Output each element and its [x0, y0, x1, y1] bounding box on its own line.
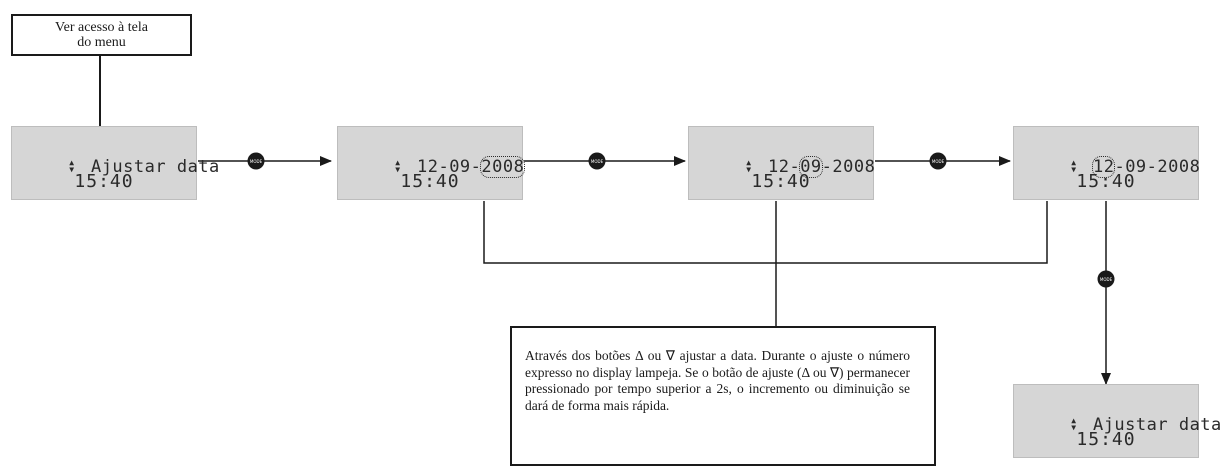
up-down-arrows-icon: ▲▼	[746, 158, 752, 174]
date-year: 2008	[832, 157, 876, 177]
display-title: Ajustar data	[1092, 415, 1222, 435]
display-month-edit: ▲▼12-09-2008 15:40	[688, 126, 876, 200]
mode-button-4[interactable]: MODE	[1097, 270, 1115, 288]
display-time: 15:40	[751, 171, 811, 192]
connector-layer: MODE MODE MODE MODE	[99, 56, 1115, 385]
up-down-arrows-icon: ▲▼	[1071, 158, 1077, 174]
date-day: 12	[416, 157, 439, 177]
up-down-arrows-icon: ▲▼	[69, 158, 75, 174]
date-month: 09	[449, 157, 471, 177]
instructions-text: Através dos botões Δ ou ∇ ajustar a data…	[525, 348, 910, 413]
date-day: 12	[767, 157, 790, 177]
mode-button-2[interactable]: MODE	[588, 152, 606, 170]
date-month-highlighted: 09	[799, 156, 823, 178]
display-adjust-date: ▲▼ Ajustar data 15:40	[11, 126, 219, 200]
mode-button-3[interactable]: MODE	[929, 152, 947, 170]
display-day-edit: ▲▼12-09-2008 15:40	[1013, 126, 1201, 200]
note-line-2: do menu	[77, 35, 126, 50]
up-down-arrows-icon: ▲▼	[395, 158, 401, 174]
note-line-1: Ver acesso à tela	[55, 20, 148, 35]
display-title: Ajustar data	[90, 157, 220, 177]
mode-button-label: MODE	[591, 159, 604, 164]
mode-button-label: MODE	[250, 159, 263, 164]
display-time: 15:40	[1076, 171, 1136, 192]
display-time: 15:40	[400, 171, 460, 192]
mode-button-1[interactable]: MODE	[247, 152, 265, 170]
display-year-edit: ▲▼12-09-2008 15:40	[337, 126, 526, 200]
mode-button-label: MODE	[1100, 277, 1113, 282]
up-down-arrows-icon: ▲▼	[1071, 416, 1077, 432]
menu-access-note: Ver acesso à tela do menu	[11, 14, 192, 56]
date-year-highlighted: 2008	[480, 156, 526, 178]
adjust-instructions: Através dos botões Δ ou ∇ ajustar a data…	[510, 326, 936, 466]
date-year: 2008	[1157, 157, 1201, 177]
display-time: 15:40	[1076, 429, 1136, 450]
display-time: 15:40	[74, 171, 134, 192]
mode-button-label: MODE	[932, 159, 945, 164]
display-adjust-date-return: ▲▼ Ajustar data 15:40	[1013, 384, 1221, 458]
adjust-bracket	[483, 201, 1048, 264]
date-day-highlighted: 12	[1091, 156, 1116, 178]
date-month: 09	[1125, 157, 1147, 177]
